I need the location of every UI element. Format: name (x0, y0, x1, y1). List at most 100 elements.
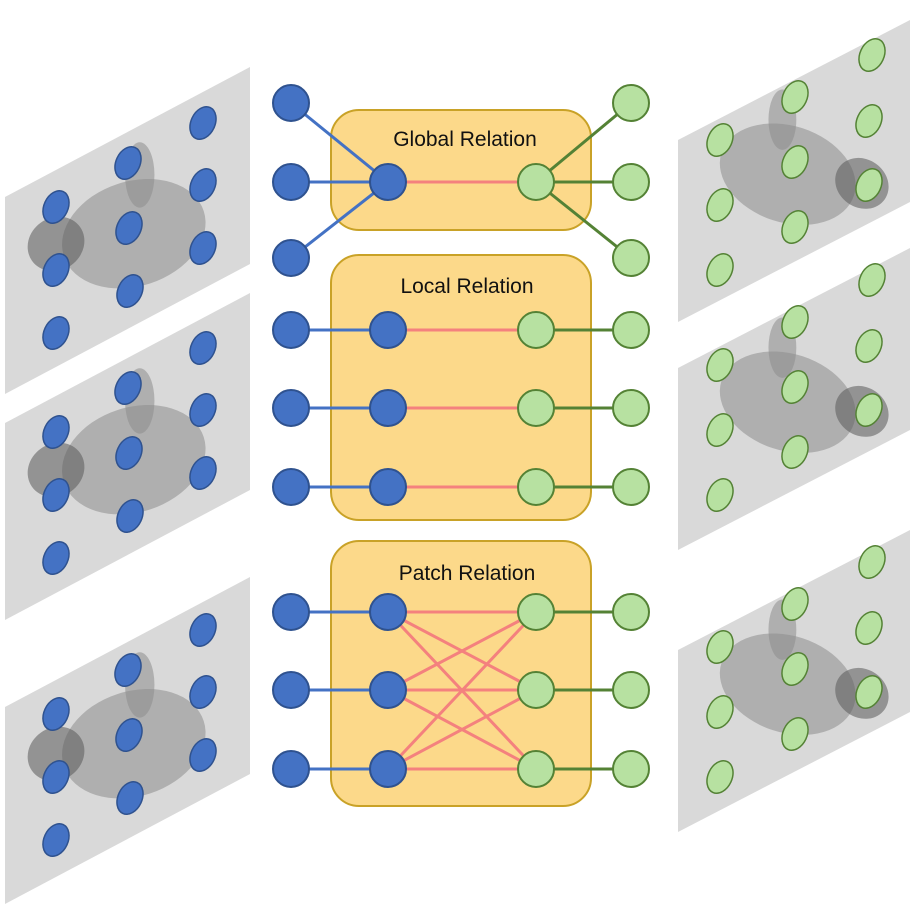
target-node (612, 750, 650, 788)
target-keypoint (781, 717, 809, 751)
source-keypoint (42, 760, 70, 794)
target-keypoint (855, 329, 883, 363)
target-keypoint (706, 760, 734, 794)
target-keypoint (781, 145, 809, 179)
global-target-node (517, 163, 555, 201)
target-keypoint (858, 38, 886, 72)
source-keypoint (189, 106, 217, 140)
source-node (272, 671, 310, 709)
source-keypoint (42, 253, 70, 287)
target-edge (535, 180, 632, 260)
target-node (612, 468, 650, 506)
global-relation-panel: Global Relation (330, 109, 592, 231)
patch-target-node (517, 671, 555, 709)
target-keypoint (858, 545, 886, 579)
source-keypoint (189, 738, 217, 772)
source-keypoint (115, 436, 143, 470)
patch-relation-title: Patch Relation (399, 562, 536, 585)
target-node (612, 84, 650, 122)
target-node (612, 163, 650, 201)
relation-edge (387, 688, 537, 771)
source-image-1 (5, 67, 250, 394)
local-target-node (517, 468, 555, 506)
source-keypoint (42, 697, 70, 731)
source-keypoint (114, 653, 142, 687)
target-node (612, 239, 650, 277)
target-node (612, 311, 650, 349)
local-target-node (517, 389, 555, 427)
target-node (612, 389, 650, 427)
global-relation-box (330, 109, 592, 231)
patch-source-node (369, 671, 407, 709)
source-node (272, 163, 310, 201)
local-target-node (517, 311, 555, 349)
patch-source-node (369, 750, 407, 788)
source-edge (290, 180, 389, 260)
source-keypoint (116, 274, 144, 308)
source-node (272, 239, 310, 277)
target-keypoint (706, 188, 734, 222)
target-keypoint (781, 370, 809, 404)
source-keypoint (42, 316, 70, 350)
source-keypoint (189, 393, 217, 427)
target-keypoint (781, 652, 809, 686)
horse-head-shape (27, 442, 85, 498)
patch-target-node (517, 750, 555, 788)
target-keypoint (706, 123, 734, 157)
target-keypoint (855, 168, 883, 202)
target-keypoint (706, 253, 734, 287)
target-keypoint (781, 210, 809, 244)
target-keypoint (781, 80, 809, 114)
target-keypoint (706, 695, 734, 729)
source-keypoint (114, 146, 142, 180)
horse-head-shape (27, 726, 85, 782)
source-keypoint (189, 613, 217, 647)
target-keypoint (781, 305, 809, 339)
source-keypoint (115, 718, 143, 752)
local-source-node (369, 311, 407, 349)
target-keypoint (855, 104, 883, 138)
target-keypoint (781, 435, 809, 469)
target-image-3 (678, 530, 910, 832)
source-keypoint (189, 456, 217, 490)
target-keypoint (706, 413, 734, 447)
patch-source-node (369, 593, 407, 631)
patch-target-node (517, 593, 555, 631)
target-image-2 (678, 248, 910, 550)
target-image-1 (678, 20, 910, 322)
source-keypoint (42, 541, 70, 575)
source-node (272, 593, 310, 631)
source-image-3 (5, 577, 250, 904)
target-keypoint (706, 630, 734, 664)
local-source-node (369, 389, 407, 427)
source-keypoint (42, 823, 70, 857)
source-keypoint (189, 168, 217, 202)
graph-nodes (272, 84, 650, 788)
source-node (272, 750, 310, 788)
source-keypoint (189, 675, 217, 709)
target-node (612, 671, 650, 709)
target-node (612, 593, 650, 631)
local-relation-title: Local Relation (400, 275, 533, 298)
local-source-node (369, 468, 407, 506)
relation-edge (386, 610, 538, 771)
source-keypoint (189, 331, 217, 365)
source-keypoint (42, 478, 70, 512)
source-image-2 (5, 293, 250, 620)
source-node (272, 84, 310, 122)
source-keypoint (189, 231, 217, 265)
target-keypoint (855, 675, 883, 709)
source-keypoint (42, 190, 70, 224)
horse-head-shape (27, 216, 85, 272)
target-keypoint (781, 587, 809, 621)
target-keypoint (706, 478, 734, 512)
target-keypoint (706, 348, 734, 382)
global-relation-title: Global Relation (393, 128, 537, 151)
source-node (272, 468, 310, 506)
source-node (272, 389, 310, 427)
target-keypoint (858, 263, 886, 297)
target-keypoint (855, 611, 883, 645)
source-keypoint (42, 415, 70, 449)
source-keypoint (114, 371, 142, 405)
